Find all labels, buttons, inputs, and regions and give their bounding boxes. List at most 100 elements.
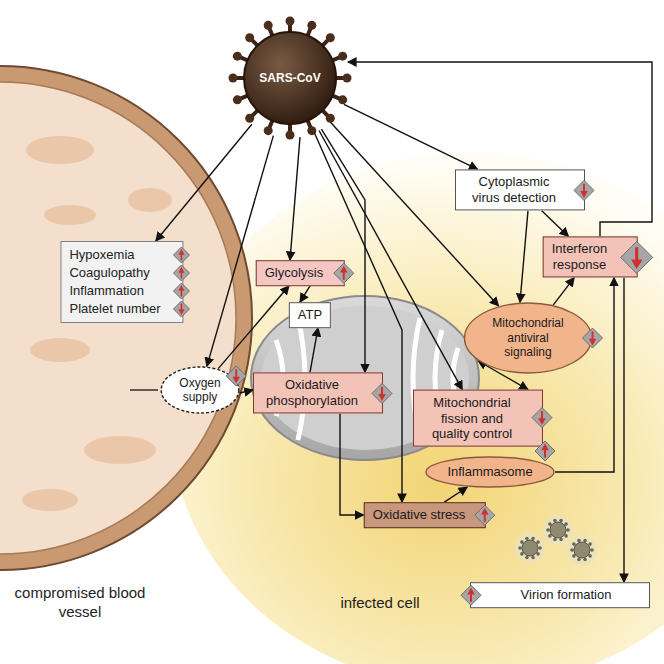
change-diamond (173, 246, 191, 264)
node-text: Oxygen supply (174, 376, 226, 405)
tissue-shape (44, 205, 96, 225)
connector-arrow (340, 414, 364, 515)
process-box: Cytoplasmic virus detection (455, 169, 585, 210)
change-diamond (460, 584, 482, 606)
signal-ellipse: Inflammasome (425, 456, 555, 488)
node-text: SARS-CoV (259, 71, 320, 85)
virus-illustration (229, 17, 352, 140)
cell-body (170, 152, 664, 664)
change-diamond (474, 504, 496, 526)
node-text: Mitochondrial antiviral signaling (483, 316, 573, 359)
virus-spike (286, 17, 295, 26)
signal-ellipse: Mitochondrial antiviral signaling (464, 302, 593, 374)
change-diamond (173, 282, 191, 300)
process-box: Oxidative phosphorylation (253, 372, 383, 413)
connector-arrow (331, 122, 499, 306)
vessel-lumen (0, 82, 236, 554)
connector-arrow (300, 286, 310, 302)
virus-body (244, 32, 336, 124)
process-box: Virion formation (470, 582, 650, 608)
node-text: Platelet number (69, 301, 160, 316)
virus-spike (245, 33, 254, 42)
region-label: compromised blood vessel (5, 584, 155, 622)
clinical-box: HypoxemiaCoagulopathyInflammationPlatele… (60, 241, 183, 323)
supply-line (130, 389, 158, 390)
process-box: Interferon response (543, 236, 638, 277)
virus-spikes (229, 17, 352, 140)
virus-spike (338, 52, 347, 61)
node-text: Hypoxemia (69, 247, 134, 262)
tissue-shape (128, 188, 172, 212)
connector-arrow (218, 286, 289, 369)
change-diamond (619, 240, 653, 274)
change-diamond (225, 365, 247, 387)
virion (567, 535, 597, 565)
virus-spike (229, 74, 238, 83)
node-text: Interferon response (552, 241, 608, 272)
connector-arrow (555, 278, 614, 472)
connector-arrow (542, 211, 569, 237)
connector-arrow (156, 124, 252, 241)
connector-arrow (623, 278, 624, 583)
connector-arrow (553, 278, 574, 305)
node-text: Cytoplasmic virus detection (464, 174, 564, 205)
blood-vessel (0, 66, 252, 570)
connector-arrow (290, 137, 300, 260)
tissue-shape (84, 436, 156, 464)
virion (543, 515, 573, 545)
connector-arrow (321, 129, 365, 372)
change-diamond (173, 264, 191, 282)
virus-spike (307, 21, 316, 30)
virion (515, 533, 545, 563)
supply-ellipse: Oxygen supply (160, 366, 240, 414)
virus-spike (338, 95, 347, 104)
connector-arrow (207, 136, 274, 367)
virions (515, 515, 597, 565)
list-row: Hypoxemia (69, 246, 174, 264)
change-diamond (332, 262, 354, 284)
connector-arrow (310, 328, 318, 373)
virus-spike (233, 52, 242, 61)
virus-spike (245, 114, 254, 123)
change-diamond (371, 382, 393, 404)
change-diamond (582, 327, 604, 349)
virus-spike (286, 131, 295, 140)
node-text: Oxidative stress (373, 507, 465, 523)
list-row: Platelet number (69, 300, 174, 318)
node-text: Inflammasome (447, 464, 532, 480)
tissue-shape (30, 338, 90, 362)
node-text: Glycolysis (265, 265, 324, 281)
tissue-shape (22, 489, 78, 511)
process-box: Mitochondrial fission and quality contro… (413, 390, 543, 447)
change-diamond (173, 300, 191, 318)
virus-spike (326, 33, 335, 42)
connector-arrow (520, 211, 528, 303)
node-text: Mitochondrial fission and quality contro… (422, 395, 522, 442)
virus-spike (326, 114, 335, 123)
node-text: Coagulopathy (69, 265, 149, 280)
list-row: Coagulopathy (69, 264, 174, 282)
tissue-shape (26, 136, 94, 164)
connector-arrow (348, 62, 652, 236)
change-diamond (534, 440, 556, 462)
connector-arrow (239, 390, 253, 393)
virus-spike (233, 95, 242, 104)
change-diamond (573, 179, 595, 201)
vessel-wall (0, 66, 252, 570)
node-text: Virion formation (491, 587, 641, 603)
node-text: Oxidative phosphorylation (262, 377, 362, 408)
region-label: infected cell (315, 594, 445, 613)
list-row: Inflammation (69, 282, 174, 300)
connector-arrow (344, 104, 478, 169)
node-text: ATP (298, 307, 322, 323)
virus-spike (264, 21, 273, 30)
virus-node: SARS-CoV (230, 18, 350, 138)
node-text: Inflammation (69, 283, 143, 298)
process-box: Glycolysis (256, 260, 345, 286)
connector-arrow (444, 487, 467, 502)
virus-spike (264, 126, 273, 135)
change-diamond (531, 407, 553, 429)
virus-spike (343, 74, 352, 83)
process-box: Oxidative stress (364, 502, 486, 528)
product-box: ATP (289, 302, 331, 328)
